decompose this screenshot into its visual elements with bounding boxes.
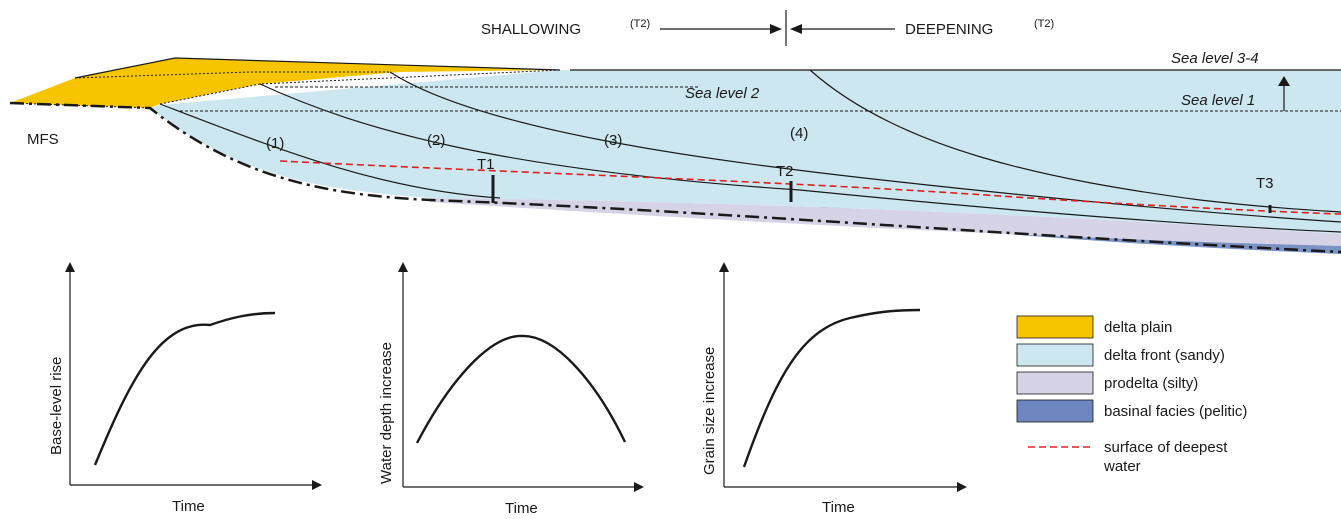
graph-1-y-arrowhead	[65, 262, 75, 272]
sea-level-rise-arrowhead	[1278, 76, 1290, 86]
clinoform-4	[809, 69, 1341, 213]
graph-1-curve	[93, 311, 276, 466]
sea-level-2-label: Sea level 2	[685, 85, 760, 102]
clinoform-2	[259, 83, 1341, 233]
graph-3-ylabel: Grain size increase	[701, 347, 718, 475]
legend-swatch-delta-plain	[1016, 315, 1094, 339]
delta-plain-body	[10, 58, 560, 108]
graph-1-x-arrowhead	[312, 480, 322, 490]
graph-1-ylabel: Base-level rise	[48, 357, 65, 455]
cross-section: Sea level 3-4 Sea level 2 Sea level 1 MF…	[9, 50, 1341, 254]
deepening-label: DEEPENING	[905, 21, 993, 38]
legend-swatch-prodelta	[1016, 371, 1094, 395]
legend-label-prodelta: prodelta (silty)	[1104, 375, 1198, 392]
graph-2-y-arrowhead	[398, 262, 408, 272]
legend-label-basinal: basinal facies (pelitic)	[1104, 403, 1247, 420]
mfs-label: MFS	[27, 131, 59, 148]
delta-plain-internal-1	[74, 71, 390, 79]
legend: delta plain delta front (sandy) prodelta…	[1016, 315, 1247, 475]
graph-3-y-arrowhead	[719, 262, 729, 272]
graph-water-depth: Time Water depth increase	[378, 262, 644, 517]
graph-2-curve	[415, 334, 627, 444]
clinoform-3	[389, 71, 1341, 223]
graph-2-x-arrowhead	[634, 482, 644, 492]
t1-label: T1	[477, 156, 495, 173]
deepest-water-surface	[279, 160, 1341, 215]
graph-1-xlabel: Time	[172, 498, 205, 515]
legend-swatch-basinal	[1016, 399, 1094, 423]
graph-3-curve	[742, 308, 921, 468]
shallowing-sup: (T2)	[630, 18, 650, 30]
graph-2-xlabel: Time	[505, 500, 538, 517]
deepening-arrowhead	[790, 24, 802, 34]
t3-label: T3	[1256, 175, 1274, 192]
sea-level-3-4-label: Sea level 3-4	[1171, 50, 1259, 67]
t2-label: T2	[776, 163, 794, 180]
legend-label-delta-plain: delta plain	[1104, 319, 1172, 336]
unit-2-label: (2)	[427, 132, 445, 149]
delta-plain-top	[74, 57, 561, 79]
legend-label-delta-front: delta front (sandy)	[1104, 347, 1225, 364]
header: SHALLOWING (T2) DEEPENING (T2)	[481, 10, 1054, 46]
graph-base-level: Time Base-level rise	[48, 262, 322, 515]
graph-3-xlabel: Time	[822, 499, 855, 516]
legend-swatch-delta-front	[1016, 343, 1094, 367]
legend-label-deepest-water-1: surface of deepest	[1104, 439, 1228, 456]
delta-plain-internal-2	[159, 69, 561, 105]
unit-4-label: (4)	[790, 125, 808, 142]
mfs-surface	[9, 101, 1341, 254]
shallowing-label: SHALLOWING	[481, 21, 581, 38]
deepening-sup: (T2)	[1034, 18, 1054, 30]
clinoform-1	[159, 103, 501, 199]
sea-level-1-label: Sea level 1	[1181, 92, 1255, 109]
unit-1-label: (1)	[266, 135, 284, 152]
graph-2-ylabel: Water depth increase	[378, 342, 395, 484]
legend-label-deepest-water-2: water	[1103, 458, 1141, 475]
graph-3-x-arrowhead	[957, 482, 967, 492]
shallowing-arrowhead	[770, 24, 782, 34]
unit-3-label: (3)	[604, 132, 622, 149]
graph-grain-size: Time Grain size increase	[701, 262, 967, 516]
